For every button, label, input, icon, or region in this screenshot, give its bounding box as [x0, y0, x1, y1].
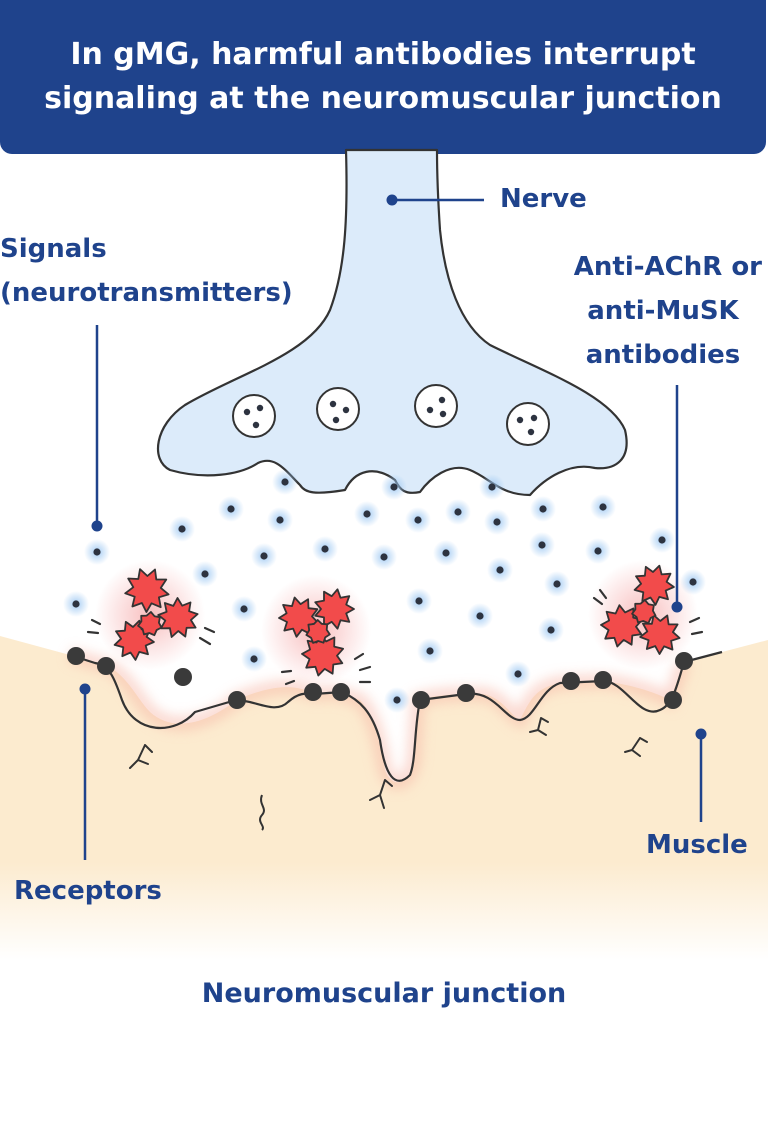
neurotransmitter-dot: [426, 647, 434, 655]
antibody-icon: [137, 611, 163, 637]
neurotransmitter-dot: [201, 570, 209, 578]
neurotransmitter-dot: [488, 483, 496, 491]
receptor-dot: [457, 684, 475, 702]
neurotransmitter-dot: [276, 516, 284, 524]
receptor-dot: [97, 657, 115, 675]
antibody-icon: [301, 633, 345, 677]
nerve-terminal-shape: [156, 148, 628, 497]
neurotransmitter-dot: [442, 549, 450, 557]
vesicle-icon: [414, 384, 458, 428]
antibody-icon: [639, 614, 681, 655]
neurotransmitter-dot: [321, 545, 329, 553]
neurotransmitter-dot: [250, 655, 258, 663]
neurotransmitter-dot: [415, 597, 423, 605]
neurotransmitter-dot: [493, 518, 501, 526]
antibodies-label-line2: anti-MuSK: [587, 296, 739, 326]
antibodies-label-line3: antibodies: [585, 340, 741, 370]
neurotransmitter-dot: [93, 548, 101, 556]
neurotransmitter-dots: [63, 469, 706, 713]
neurotransmitter-dot: [454, 508, 462, 516]
neurotransmitter-dot: [496, 566, 504, 574]
receptor-dot: [562, 672, 580, 690]
antibody-icon: [124, 568, 170, 613]
neurotransmitter-dot: [539, 505, 547, 513]
neurotransmitter-dot: [260, 552, 268, 560]
neurotransmitter-dot: [390, 483, 398, 491]
leader-lines: [79, 194, 707, 860]
antibody-icon: [633, 564, 675, 606]
antibody-icon: [305, 619, 331, 644]
receptor-dot: [594, 671, 612, 689]
receptor-dot: [664, 691, 682, 709]
signals-label-line2: (neurotransmitters): [0, 278, 293, 308]
diagram-caption: Neuromuscular junction: [201, 978, 567, 1009]
neurotransmitter-dot: [227, 505, 235, 513]
antibody-icon: [600, 604, 643, 648]
muscle-label: Muscle: [646, 830, 748, 860]
neurotransmitter-dot: [594, 547, 602, 555]
neurotransmitter-dot: [178, 525, 186, 533]
receptors-label: Receptors: [14, 876, 162, 906]
neurotransmitter-dot: [363, 510, 371, 518]
neurotransmitter-dot: [599, 503, 607, 511]
antibody-icon: [157, 597, 199, 638]
receptor-dot: [304, 683, 322, 701]
antibodies-label-line1: Anti-AChR or: [573, 252, 762, 282]
neurotransmitter-dot: [72, 600, 80, 608]
receptor-dot: [332, 683, 350, 701]
vesicle-icon: [316, 387, 360, 431]
receptor-dots: [67, 647, 693, 709]
receptor-dot: [675, 652, 693, 670]
header-banner: In gMG, harmful antibodies interrupt sig…: [0, 0, 766, 154]
neurotransmitter-dot: [689, 578, 697, 586]
activity-ticks: [86, 588, 704, 686]
signals-label-line1: Signals: [0, 234, 107, 264]
neurotransmitter-dot: [514, 670, 522, 678]
membrane-anchors: [129, 717, 648, 809]
receptor-dot: [67, 647, 85, 665]
receptor-dot: [174, 668, 192, 686]
antibody-icon: [631, 599, 657, 625]
neurotransmitter-dot: [538, 541, 546, 549]
antibody-group: [113, 564, 681, 677]
neurotransmitter-dot: [476, 612, 484, 620]
neurotransmitter-dot: [380, 553, 388, 561]
muscle-tissue-shape: [0, 636, 768, 960]
nerve-label: Nerve: [500, 184, 587, 214]
vesicle-icon: [232, 394, 276, 438]
page-title: In gMG, harmful antibodies interrupt sig…: [44, 37, 722, 116]
neurotransmitter-dot: [553, 580, 561, 588]
neurotransmitter-dot: [658, 536, 666, 544]
neurotransmitter-dot: [393, 696, 401, 704]
vesicle-icon: [506, 402, 550, 446]
neurotransmitter-dot: [281, 478, 289, 486]
receptor-dot: [228, 691, 246, 709]
receptor-dot: [412, 691, 430, 709]
antibody-icon: [314, 588, 355, 630]
neurotransmitter-dot: [547, 626, 555, 634]
neurotransmitter-dot: [240, 605, 248, 613]
neurotransmitter-dot: [414, 516, 422, 524]
